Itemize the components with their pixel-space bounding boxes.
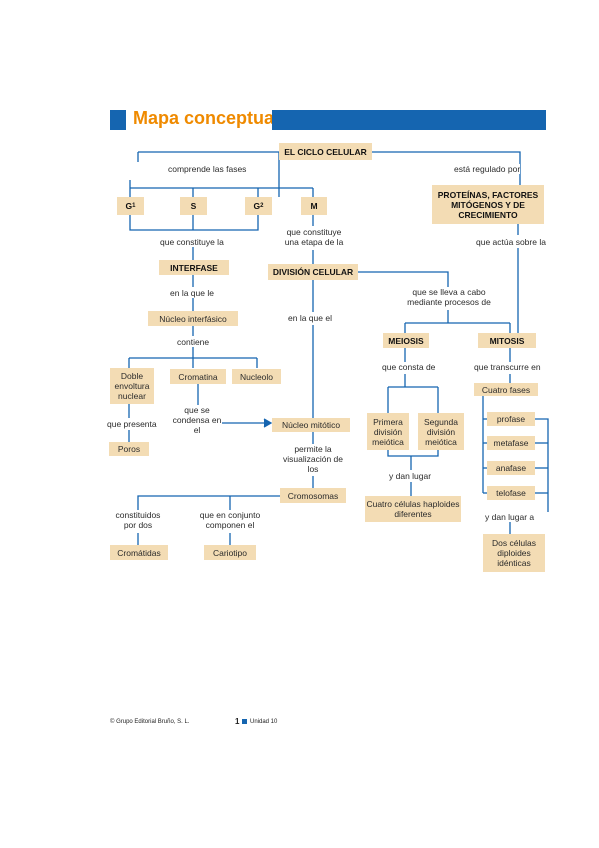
metafase-box: metafase — [487, 436, 535, 450]
proteinas-box: PROTEÍNAS, FACTORES MITÓGENOS Y DE CRECI… — [432, 185, 544, 224]
cromosomas-box: Cromosomas — [280, 488, 346, 503]
label-dan-lugar-1: y dan lugar — [389, 471, 432, 481]
cariotipo-box: Cariotipo — [204, 545, 256, 560]
label-se-lleva: que se lleva a cabo mediante procesos de — [404, 287, 494, 307]
nucleo-mitotico-box: Núcleo mitótico — [272, 418, 350, 432]
mitosis-box: MITOSIS — [478, 333, 536, 348]
label-presenta: que presenta — [107, 419, 157, 429]
division-celular-box: DIVISIÓN CELULAR — [268, 264, 358, 280]
footer-unit: Unidad 10 — [250, 719, 278, 725]
label-constituidos: constituidos por dos — [112, 510, 164, 530]
anafase-box: anafase — [487, 461, 535, 475]
cromatidas-box: Cromátidas — [110, 545, 168, 560]
label-permite: permite la visualización de los — [280, 444, 346, 474]
footer-square — [242, 719, 247, 724]
header-bar — [272, 110, 546, 130]
label-condensa: que se condensa en el — [172, 405, 222, 435]
profase-box: profase — [487, 412, 535, 426]
cuatro-celulas-box: Cuatro células haploides diferentes — [365, 496, 461, 522]
cromatina-box: Cromatina — [170, 369, 226, 384]
footer-page-number: 1 — [235, 717, 240, 726]
segunda-division-box: Segunda división meiótica — [418, 413, 464, 450]
nucleolo-box: Nucleolo — [232, 369, 281, 384]
label-en-la-que-el: en la que el — [288, 313, 332, 323]
telofase-box: telofase — [487, 486, 535, 500]
doble-envoltura-box: Doble envoltura nuclear — [110, 368, 154, 404]
label-conjunto: que en conjunto componen el — [190, 510, 270, 530]
label-contiene: contiene — [177, 337, 210, 347]
poros-box: Poros — [109, 442, 149, 456]
primera-division-box: Primera división meiótica — [367, 413, 409, 450]
label-dan-lugar-a: y dan lugar a — [485, 512, 535, 522]
header-square — [110, 110, 126, 130]
label-constituye-la: que constituye la — [160, 237, 224, 247]
label-en-la-que-le: en la que le — [170, 288, 214, 298]
m-box: M — [301, 197, 327, 215]
interfase-box: INTERFASE — [159, 260, 229, 275]
label-transcurre: que transcurre en — [474, 362, 541, 372]
label-constituye-etapa: que constituye una etapa de la — [282, 227, 346, 247]
label-consta: que consta de — [382, 362, 436, 372]
label-regulado: está regulado por — [454, 164, 521, 174]
label-comprende: comprende las fases — [168, 164, 247, 174]
nucleo-interfasico-box: Núcleo interfásico — [148, 311, 238, 326]
cuatro-fases-box: Cuatro fases — [474, 383, 538, 396]
footer-copyright: © Grupo Editorial Bruño, S. L. — [110, 719, 190, 725]
page-title: Mapa conceptual — [133, 108, 280, 128]
meiosis-box: MEIOSIS — [383, 333, 429, 348]
ciclo-celular-box: EL CICLO CELULAR — [279, 143, 372, 160]
s-box: S — [180, 197, 207, 215]
dos-celulas-box: Dos células diploides idénticas — [483, 534, 545, 572]
label-actua: que actúa sobre la — [476, 237, 546, 247]
